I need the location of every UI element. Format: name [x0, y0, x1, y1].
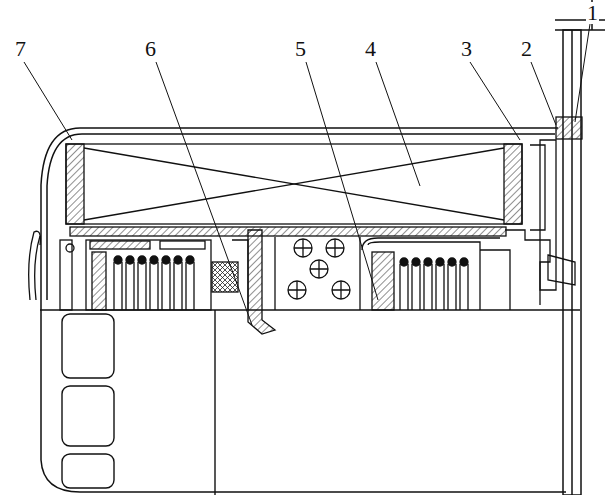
left-spring [86, 230, 275, 334]
callout-number: 2 [520, 38, 533, 60]
outer-view [40, 310, 580, 495]
coil [66, 144, 522, 236]
callout-number: 4 [364, 38, 377, 60]
seal [505, 117, 582, 305]
callout-number: 7 [14, 38, 27, 60]
callout-number: 6 [144, 38, 157, 60]
housing [41, 0, 605, 495]
end-spring [29, 231, 74, 310]
right-spring [362, 238, 510, 310]
leader-line [24, 24, 590, 325]
balls [275, 237, 360, 310]
callout-number: 1 [586, 2, 599, 24]
callout-number: 5 [294, 38, 307, 60]
callout-number: 3 [460, 38, 473, 60]
